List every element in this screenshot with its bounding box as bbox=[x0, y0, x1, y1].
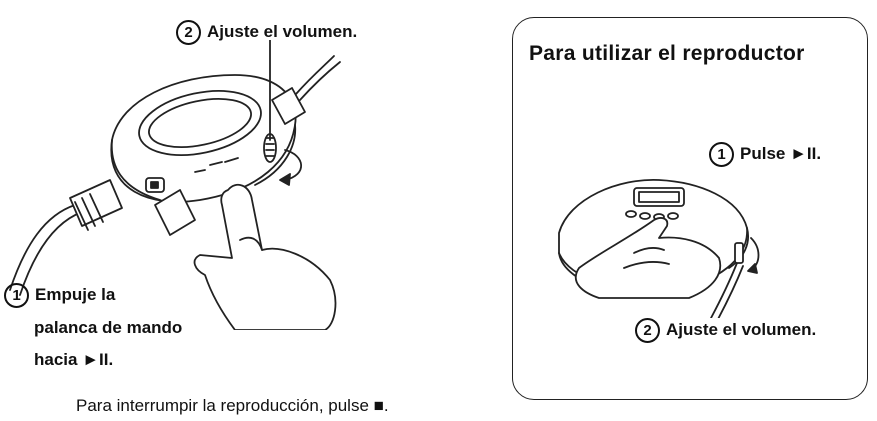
cd-player-illustration bbox=[558, 179, 760, 318]
left-step1-label: 1 Empuje la bbox=[4, 283, 115, 308]
left-step2-label: 2 Ajuste el volumen. bbox=[176, 20, 357, 45]
left-step1-line3: hacia ►II. bbox=[34, 350, 114, 369]
leader-line bbox=[269, 40, 271, 141]
step-text: Ajuste el volumen. bbox=[207, 21, 358, 41]
step-number-badge: 2 bbox=[635, 318, 660, 343]
remote-control-illustration bbox=[9, 55, 341, 330]
panel-title: Para utilizar el reproductor bbox=[529, 42, 805, 65]
step-number-badge: 1 bbox=[4, 283, 29, 308]
left-step1-line2: palanca de mando bbox=[34, 318, 183, 337]
right-step2-label: 2 Ajuste el volumen. bbox=[635, 318, 816, 343]
step-number-badge: 2 bbox=[176, 20, 201, 45]
player-usage-panel: Para utilizar el reproductor 1 Pulse ►II.… bbox=[512, 17, 868, 400]
step-text: Pulse ►II. bbox=[740, 143, 822, 163]
footer-note: Para interrumpir la reproducción, pulse … bbox=[76, 396, 389, 415]
step-text-line-1: Empuje la bbox=[35, 284, 116, 304]
step-number-badge: 1 bbox=[709, 142, 734, 167]
step-text: Ajuste el volumen. bbox=[666, 319, 817, 339]
right-step1-label: 1 Pulse ►II. bbox=[709, 142, 821, 167]
